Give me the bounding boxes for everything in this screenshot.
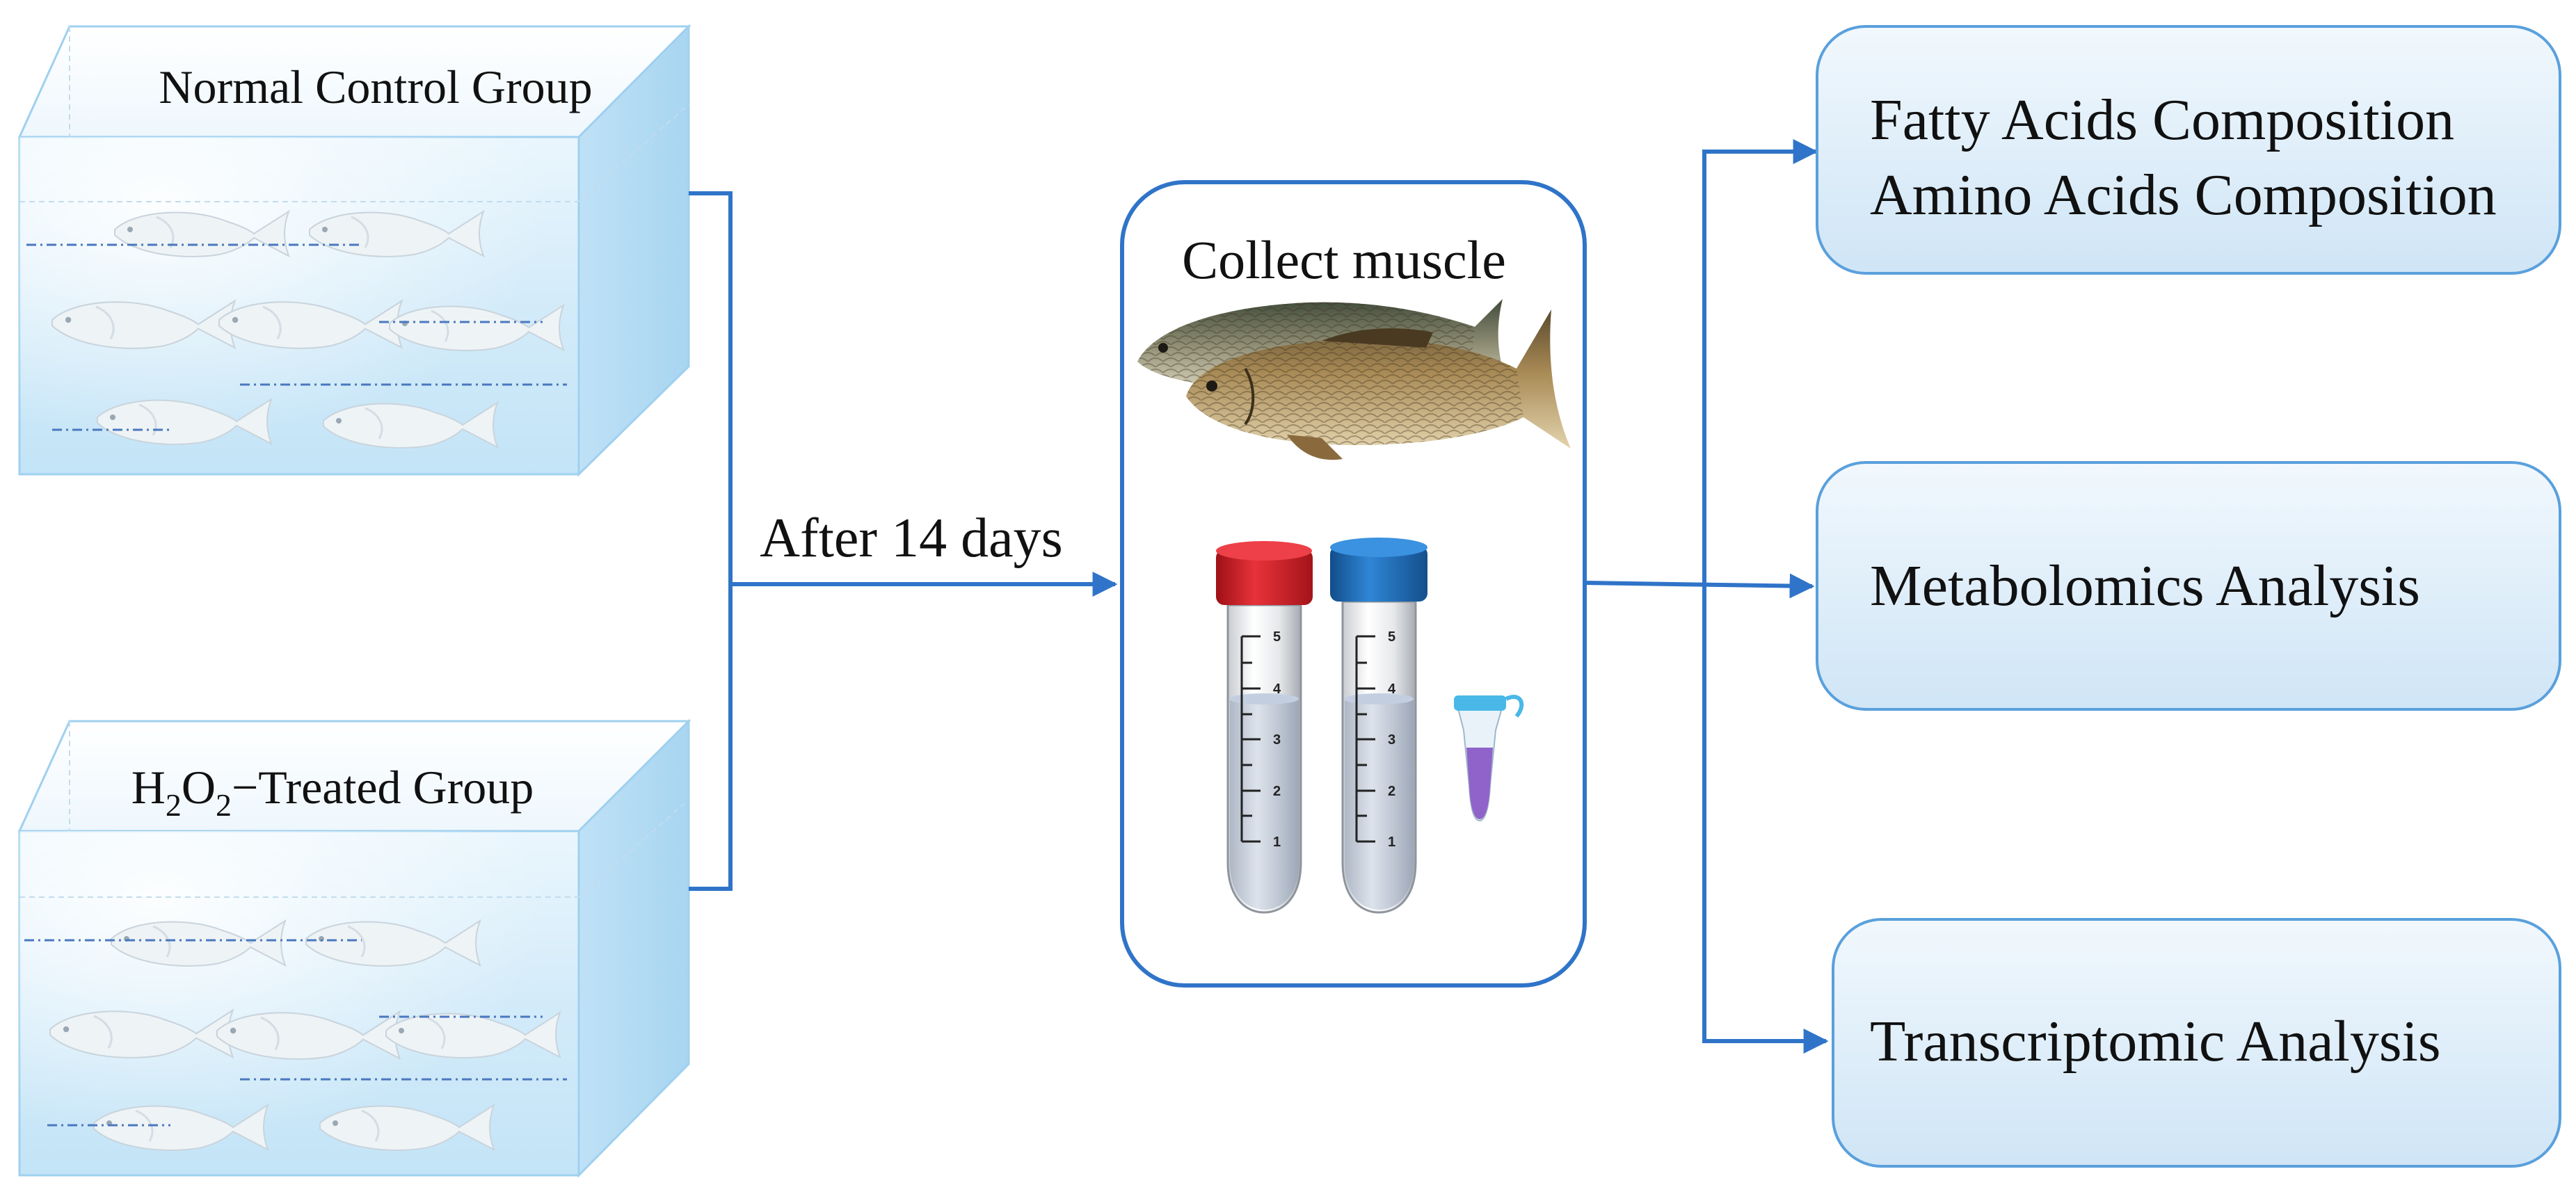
amino-acids-label: Amino Acids Composition — [1870, 163, 2497, 227]
tube-tick-label: 3 — [1388, 732, 1395, 748]
treated-group-tank: H2O2−Treated Group — [17, 718, 691, 1178]
collect-muscle-title: Collect muscle — [1182, 229, 1506, 290]
centrifuge-tube-icon: 5 4 3 2 1 — [1330, 538, 1427, 914]
group-merge-connector — [689, 191, 1118, 891]
swim-trail — [24, 939, 567, 1127]
treated-group-label: H2O2−Treated Group — [131, 761, 534, 823]
tube-tick-label: 4 — [1388, 682, 1396, 697]
analysis-box-transcriptomic: Transcriptomic Analysis — [1832, 918, 2561, 1168]
carp-fish-icon — [1186, 309, 1571, 460]
tube-tick-label: 1 — [1388, 835, 1395, 850]
fatty-acids-label: Fatty Acids Composition — [1870, 88, 2454, 152]
tube-tick-label: 3 — [1273, 732, 1281, 748]
tube-tick-label: 1 — [1273, 835, 1281, 850]
tube-tick-label: 2 — [1273, 784, 1281, 799]
swim-trail — [26, 243, 567, 431]
analysis-box-composition: Fatty Acids Composition Amino Acids Comp… — [1816, 25, 2561, 275]
collect-muscle-panel: Collect muscle — [1120, 180, 1587, 988]
control-group-label: Normal Control Group — [159, 61, 592, 113]
centrifuge-tube-icon: 5 4 3 2 1 — [1216, 541, 1313, 914]
tube-tick-label: 5 — [1388, 629, 1395, 645]
duration-label: After 14 days — [760, 508, 1062, 569]
tube-tick-label: 2 — [1388, 784, 1395, 799]
analysis-box-metabolomics: Metabolomics Analysis — [1816, 461, 2561, 711]
control-group-tank: Normal Control Group — [17, 24, 691, 477]
microtube-icon — [1454, 695, 1524, 822]
analysis-branch-connector — [1584, 139, 1829, 1054]
tube-tick-label: 4 — [1273, 682, 1281, 697]
metabolomics-label: Metabolomics Analysis — [1870, 554, 2420, 618]
tube-tick-label: 5 — [1273, 629, 1281, 645]
transcriptomic-label: Transcriptomic Analysis — [1870, 1009, 2441, 1074]
